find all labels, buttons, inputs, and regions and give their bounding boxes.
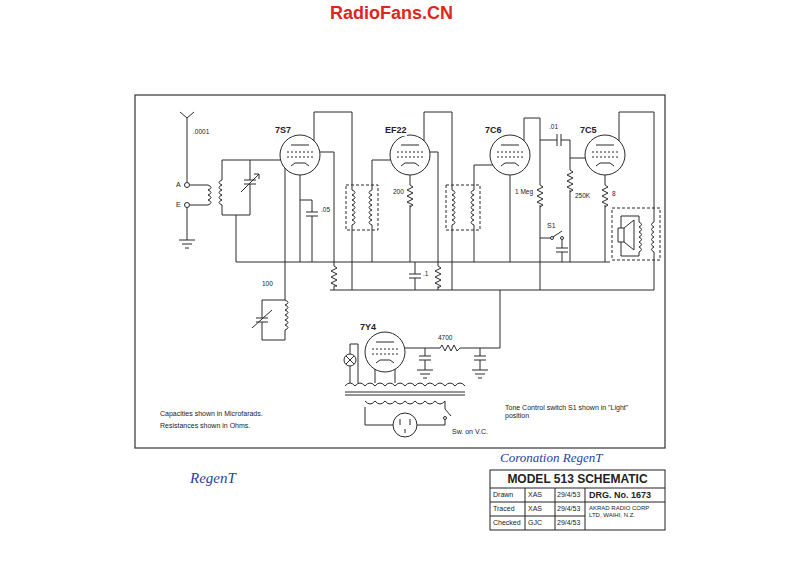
handwritten-note: RegenT	[190, 470, 236, 487]
note-text: Sw. on V.C.	[452, 428, 488, 436]
shield-can	[346, 185, 378, 230]
table-cell: GJC	[528, 519, 542, 527]
table-cell: XAS	[528, 505, 542, 513]
valve-symbol: 7S7	[275, 119, 325, 177]
watermark: RadioFans.CN	[330, 4, 453, 24]
component-value: 250K	[575, 192, 590, 199]
valve-grid	[497, 152, 523, 157]
wire	[180, 112, 654, 425]
earth-terminal	[185, 203, 190, 208]
valve-anode	[401, 145, 419, 146]
title-text: MODEL 513 SCHEMATIC	[490, 473, 665, 486]
note-text: Tone Control switch S1 shown in "Light" …	[505, 404, 645, 419]
valve-symbol: 7C6	[485, 119, 535, 177]
title-block	[490, 488, 665, 530]
component-value: .1	[423, 270, 428, 277]
handwritten-note: Coronation RegenT	[500, 451, 602, 465]
pilot-lamp	[344, 354, 356, 366]
valve-envelope	[490, 135, 530, 175]
valve-envelope	[365, 332, 405, 372]
table-cell: 29/4/53	[557, 491, 580, 499]
valve-symbol: EF22	[385, 119, 435, 177]
speaker-symbol	[618, 220, 634, 250]
note-text: E	[176, 201, 181, 209]
switch-symbol	[551, 237, 554, 240]
table-cell: 29/4/53	[557, 505, 580, 513]
valve-symbol: 7C5	[580, 119, 630, 177]
valve-anode	[291, 145, 309, 146]
speaker-enclosure	[612, 208, 660, 260]
valve-type: 7C5	[580, 126, 597, 136]
component-value: 100	[262, 280, 273, 287]
switch-symbol	[561, 237, 564, 240]
valve-envelope	[585, 135, 625, 175]
valve-grid	[397, 152, 423, 157]
valve-type: 7S7	[275, 126, 291, 136]
component-value: .01	[549, 123, 558, 130]
note-text: A	[176, 181, 181, 189]
valve-anode	[376, 342, 394, 343]
valve-anode	[596, 145, 614, 146]
valve-grid	[592, 152, 618, 157]
component-value: 8	[612, 190, 616, 197]
table-cell: 29/4/53	[557, 519, 580, 527]
valve-cathode	[291, 163, 309, 166]
aerial-terminal	[185, 183, 190, 188]
component-value: 1 Meg	[515, 188, 533, 195]
maker-name: AKRAD RADIO CORP LTD, WAIHI, N.Z.	[589, 505, 663, 518]
component-value: .05	[321, 206, 330, 213]
valve-envelope	[280, 135, 320, 175]
note-text: S1	[547, 222, 556, 230]
mains-plug	[393, 413, 417, 437]
pilot-lamp	[346, 356, 354, 364]
note-text: Resistances shown in Ohms.	[160, 422, 250, 430]
valve-cathode	[501, 163, 519, 166]
valve-anode	[501, 145, 519, 146]
component-value: .0001	[193, 128, 209, 135]
valve-grid	[287, 152, 313, 157]
ground-symbol	[179, 240, 488, 378]
table-cell: Checked	[493, 519, 521, 527]
note-text: Capacities shown in Microfarads.	[160, 410, 263, 418]
table-cell: Drawn	[493, 491, 513, 499]
valve-cathode	[376, 360, 394, 363]
switch-symbol	[445, 231, 562, 416]
valve-type: 7C6	[485, 126, 502, 136]
valve-symbol: 7Y4	[360, 316, 410, 374]
mains-plug	[400, 419, 410, 433]
capacitor-symbol	[241, 134, 568, 360]
table-cell: Traced	[493, 505, 515, 513]
table-cell: XAS	[528, 491, 542, 499]
valve-cathode	[401, 163, 419, 166]
shield-can	[446, 185, 480, 230]
component-value: 4700	[438, 334, 452, 341]
drawing-number: DRG. No. 1673	[589, 491, 651, 501]
valve-cathode	[596, 163, 614, 166]
valve-type: EF22	[385, 126, 407, 136]
valve-type: 7Y4	[360, 323, 376, 333]
schematic-frame	[135, 95, 665, 448]
switch-symbol	[444, 417, 447, 420]
valve-envelope	[390, 135, 430, 175]
component-value: 200	[393, 188, 404, 195]
title-block	[490, 470, 665, 530]
valve-grid	[372, 349, 398, 354]
resistor-symbol	[331, 170, 608, 351]
